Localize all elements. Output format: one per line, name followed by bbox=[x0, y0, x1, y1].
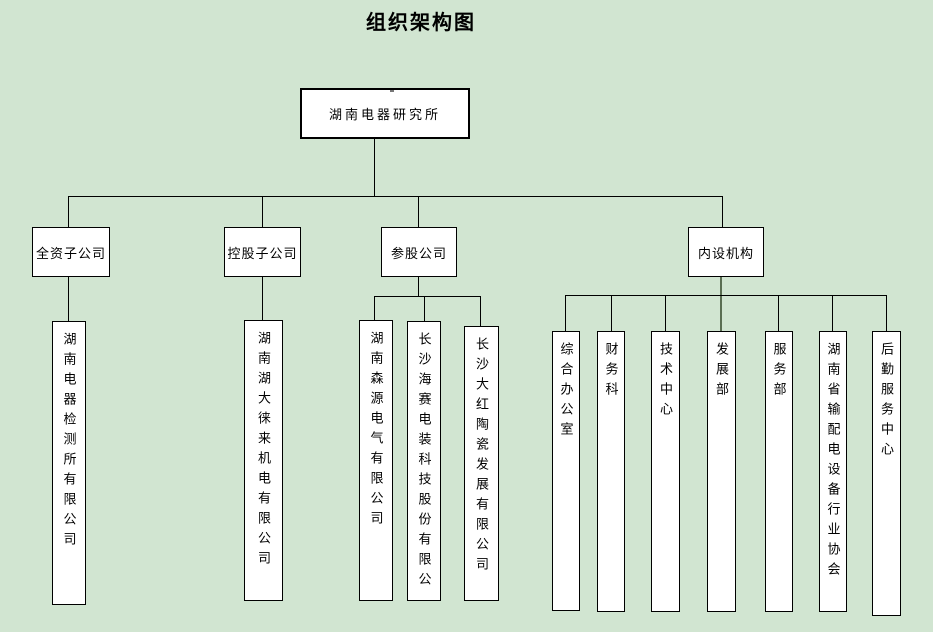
leaf-node-department: 后勤服务中心 bbox=[872, 331, 901, 616]
leaf-node-department: 综合办公室 bbox=[552, 331, 580, 611]
connector-invested-drop-3 bbox=[480, 296, 481, 326]
root-node-label: 湖南电器研究所 bbox=[328, 107, 441, 122]
connector-internal-drop-5 bbox=[778, 295, 779, 331]
connector-main-horizontal bbox=[68, 196, 723, 197]
branch-label: 参股公司 bbox=[390, 245, 447, 261]
leaf-label: 服务部 bbox=[771, 342, 787, 402]
connector-drop-wholly-owned bbox=[68, 196, 69, 227]
branch-label: 内设机构 bbox=[697, 245, 754, 261]
leaf-label: 湖南森源电气有限公司 bbox=[368, 331, 384, 531]
connector-holding-leaf bbox=[262, 277, 263, 320]
leaf-node-company: 长沙海赛电装科技股份有限公 bbox=[407, 321, 441, 601]
connector-internal-drop-6 bbox=[832, 295, 833, 331]
connector-drop-invested bbox=[418, 196, 419, 227]
connector-internal-drop-1 bbox=[565, 295, 566, 331]
branch-node-invested: 参股公司 bbox=[381, 227, 457, 277]
leaf-label: 后勤服务中心 bbox=[879, 342, 894, 462]
connector-internal-stem bbox=[720, 277, 722, 331]
branch-label: 控股子公司 bbox=[227, 245, 298, 261]
leaf-node-department: 湖南省输配电设备行业协会 bbox=[819, 331, 847, 612]
connector-invested-stem bbox=[418, 277, 419, 296]
connector-invested-horizontal bbox=[374, 296, 481, 297]
leaf-label: 湖南省输配电设备行业协会 bbox=[825, 342, 841, 582]
leaf-node-department: 财务科 bbox=[597, 331, 625, 612]
leaf-label: 综合办公室 bbox=[558, 342, 574, 442]
stray-mark bbox=[390, 90, 394, 92]
leaf-node-company: 湖南电器检测所有限公司 bbox=[52, 321, 86, 605]
connector-drop-holding bbox=[262, 196, 263, 227]
root-node: 湖南电器研究所 bbox=[300, 88, 470, 139]
leaf-node-company: 湖南湖大徕来机电有限公司 bbox=[244, 320, 283, 601]
branch-node-internal: 内设机构 bbox=[688, 227, 764, 277]
leaf-label: 湖南电器检测所有限公司 bbox=[61, 332, 77, 552]
connector-invested-drop-2 bbox=[424, 296, 425, 321]
connector-root-drop bbox=[374, 139, 375, 196]
branch-label: 全资子公司 bbox=[35, 245, 106, 261]
connector-drop-internal bbox=[722, 196, 723, 227]
connector-internal-horizontal bbox=[565, 295, 887, 296]
connector-internal-drop-2 bbox=[611, 295, 612, 331]
leaf-node-company: 长沙大红陶瓷发展有限公司 bbox=[464, 326, 499, 601]
connector-wholly-owned-leaf bbox=[68, 277, 69, 321]
connector-invested-drop-1 bbox=[374, 296, 375, 320]
leaf-label: 发展部 bbox=[714, 342, 729, 402]
leaf-label: 长沙海赛电装科技股份有限公 bbox=[416, 332, 432, 592]
leaf-node-department: 技术中心 bbox=[651, 331, 680, 612]
leaf-label: 湖南湖大徕来机电有限公司 bbox=[256, 331, 271, 571]
chart-title: 组织架构图 bbox=[366, 12, 476, 34]
leaf-label: 长沙大红陶瓷发展有限公司 bbox=[474, 337, 489, 577]
connector-internal-drop-3 bbox=[665, 295, 666, 331]
leaf-node-department: 服务部 bbox=[765, 331, 793, 612]
leaf-label: 技术中心 bbox=[658, 342, 673, 422]
branch-node-holding: 控股子公司 bbox=[224, 227, 301, 277]
branch-node-wholly-owned: 全资子公司 bbox=[32, 227, 110, 277]
connector-internal-drop-7 bbox=[886, 295, 887, 331]
leaf-node-company: 湖南森源电气有限公司 bbox=[359, 320, 393, 601]
leaf-node-department: 发展部 bbox=[707, 331, 736, 612]
leaf-label: 财务科 bbox=[603, 342, 619, 402]
